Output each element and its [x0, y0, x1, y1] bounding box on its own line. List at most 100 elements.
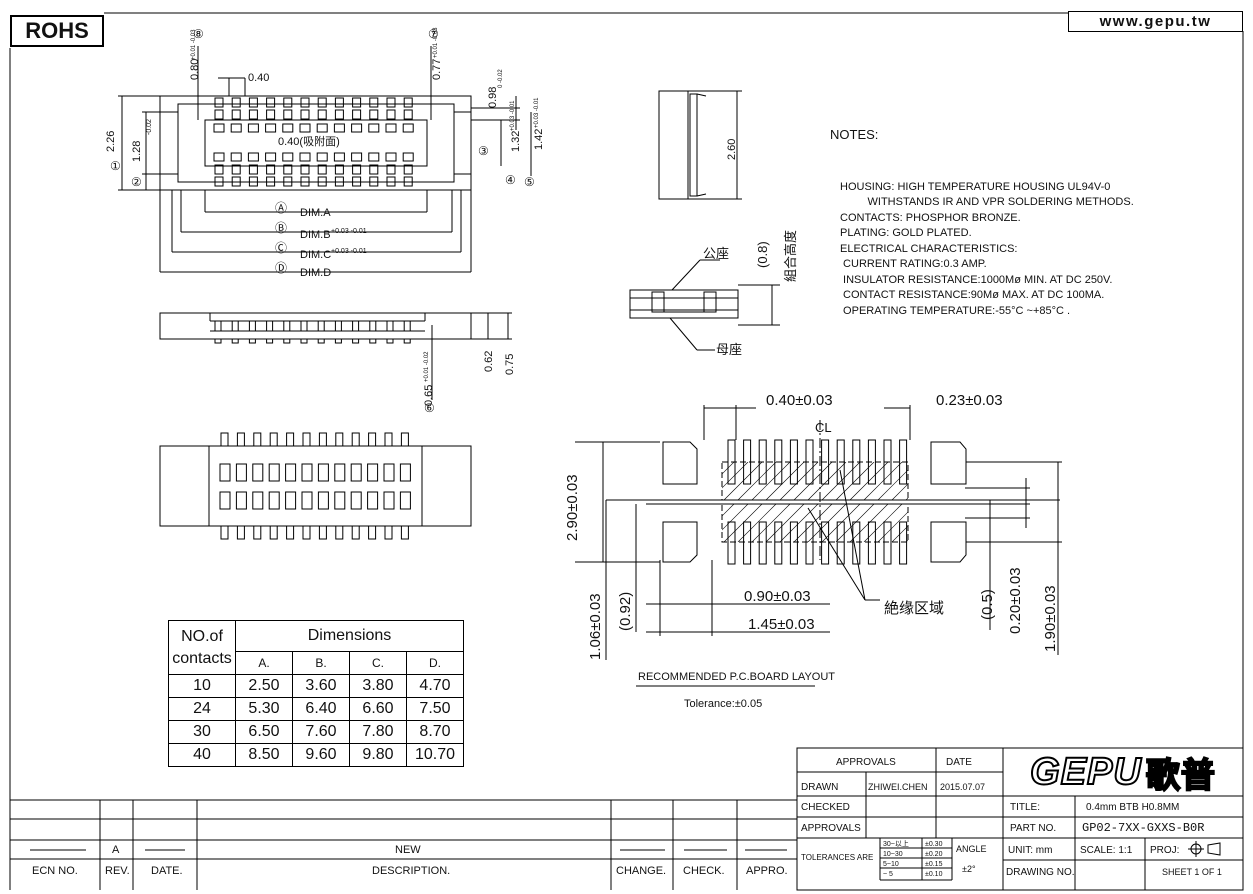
contact-pin [248, 97, 258, 108]
notes-heading: NOTES: [830, 127, 879, 142]
contact-pin [265, 123, 277, 133]
hatch-line [722, 462, 749, 501]
contact-pin [351, 123, 363, 133]
contact-pin [403, 176, 413, 187]
tol-value: ±0.15 [925, 861, 943, 868]
tv-tol-0-80: +0.01 -0.03 [191, 29, 197, 60]
end-view [658, 90, 742, 200]
table-cell: 3.80 [349, 674, 407, 698]
contact-pin [350, 491, 362, 510]
contact-pin [248, 338, 256, 344]
contact-pin [318, 525, 327, 540]
contact-pin [265, 152, 277, 162]
contact-pin [301, 491, 313, 510]
dim-sub-header: D. [406, 651, 464, 675]
bottom-view [159, 432, 472, 540]
hatch-line [723, 462, 763, 501]
sv-callout-6: ⑥ [424, 401, 435, 415]
contact-pin [367, 463, 379, 482]
table-cell: 6.50 [235, 720, 293, 744]
contact-pin [266, 109, 276, 120]
pcb-pad [758, 521, 767, 565]
tol-range: 30~以上 [883, 839, 909, 848]
pcb-pad [789, 521, 798, 565]
rev-date-label: DATE. [151, 865, 183, 877]
contact-pin [386, 109, 396, 120]
tv-tol-b: +0.03 -0.01 [331, 228, 367, 235]
contact-pin [368, 152, 380, 162]
sv-tol-0-65: +0.01 -0.02 [424, 351, 430, 382]
contact-pin [231, 338, 239, 344]
note-line: HOUSING: HIGH TEMPERATURE HOUSING UL94V-… [840, 180, 1111, 193]
tb-drawn-by: ZHIWEI.CHEN [868, 782, 928, 792]
tv-tol-0-77: +0.01 -0.03 [433, 27, 439, 58]
pcb-pad [805, 521, 814, 565]
contact-pin [300, 338, 308, 344]
hatch-line [807, 503, 847, 542]
hatch-line [723, 503, 763, 542]
hatch-line [891, 503, 908, 542]
tv-tol-1-42: +0.03 -0.01 [534, 97, 540, 128]
contact-pin [403, 338, 411, 344]
contact-pin [302, 525, 311, 540]
tb-approvals-row: APPROVALS [801, 823, 861, 834]
note-line: OPERATING TEMPERATURE:-55°C ~+85°C . [840, 304, 1071, 317]
tv-dim-1-42: 1.42 [533, 129, 545, 150]
pcb-pad [836, 521, 845, 565]
contact-pin [214, 97, 224, 108]
pcb-pad [774, 521, 783, 565]
contact-pin [269, 525, 278, 540]
tv-callout-7: ⑦ [428, 27, 439, 41]
table-cell: 3.60 [292, 674, 350, 698]
contact-pin [383, 463, 395, 482]
contact-pin [220, 525, 229, 540]
pcb-pad [883, 521, 892, 565]
pcb-pad [899, 439, 908, 485]
contact-pin [252, 463, 264, 482]
hatch-line [849, 503, 889, 542]
pcb-pad [743, 439, 752, 485]
projection-symbol [1188, 841, 1221, 857]
contact-pin [403, 109, 413, 120]
contact-pin [266, 97, 276, 108]
tv-tol-0-98: 0 -0.02 [498, 69, 504, 88]
contact-pin [351, 525, 360, 540]
note-line: PLATING: GOLD PLATED. [840, 227, 972, 239]
contact-pin [301, 463, 313, 482]
rev-change-label: CHANGE. [616, 865, 666, 877]
tv-dim-1-28: 1.28 [131, 141, 143, 162]
contact-pin [333, 152, 345, 162]
table-cell: 6.40 [292, 697, 350, 721]
contact-pin [403, 164, 413, 175]
pcb-dim-1-06: 1.06±0.03 [587, 593, 604, 660]
tol-range: 5~10 [883, 861, 899, 868]
contact-pin [317, 338, 325, 344]
contact-pin [316, 152, 328, 162]
contact-pin [248, 109, 258, 120]
revision-block [10, 799, 797, 890]
tv-circle-d: Ⓓ [275, 261, 287, 275]
tv-tol-1-32: +0.03 -0.01 [510, 100, 516, 131]
contact-pin [369, 338, 377, 344]
hatch-line [737, 462, 777, 501]
hatch-line [863, 503, 903, 542]
tol-value: ±0.30 [925, 841, 943, 848]
pcb-pad [727, 439, 736, 485]
contact-pin [253, 525, 262, 540]
tv-callout-5: ⑤ [524, 175, 535, 189]
tb-scale: SCALE: 1:1 [1080, 845, 1133, 856]
tv-dim-d: DIM.D [300, 267, 331, 279]
contact-pin [334, 320, 342, 332]
contact-pin [369, 320, 377, 332]
contact-pin [317, 491, 329, 510]
contact-pin [286, 525, 295, 540]
contact-pin [368, 432, 377, 447]
tol-value: ±0.10 [925, 871, 943, 878]
tb-angle: ANGLE [956, 844, 987, 854]
contact-pin [213, 123, 225, 133]
note-line: CONTACT RESISTANCE:90Mø MAX. AT DC 100MA… [840, 289, 1105, 301]
contact-pin [214, 164, 224, 175]
